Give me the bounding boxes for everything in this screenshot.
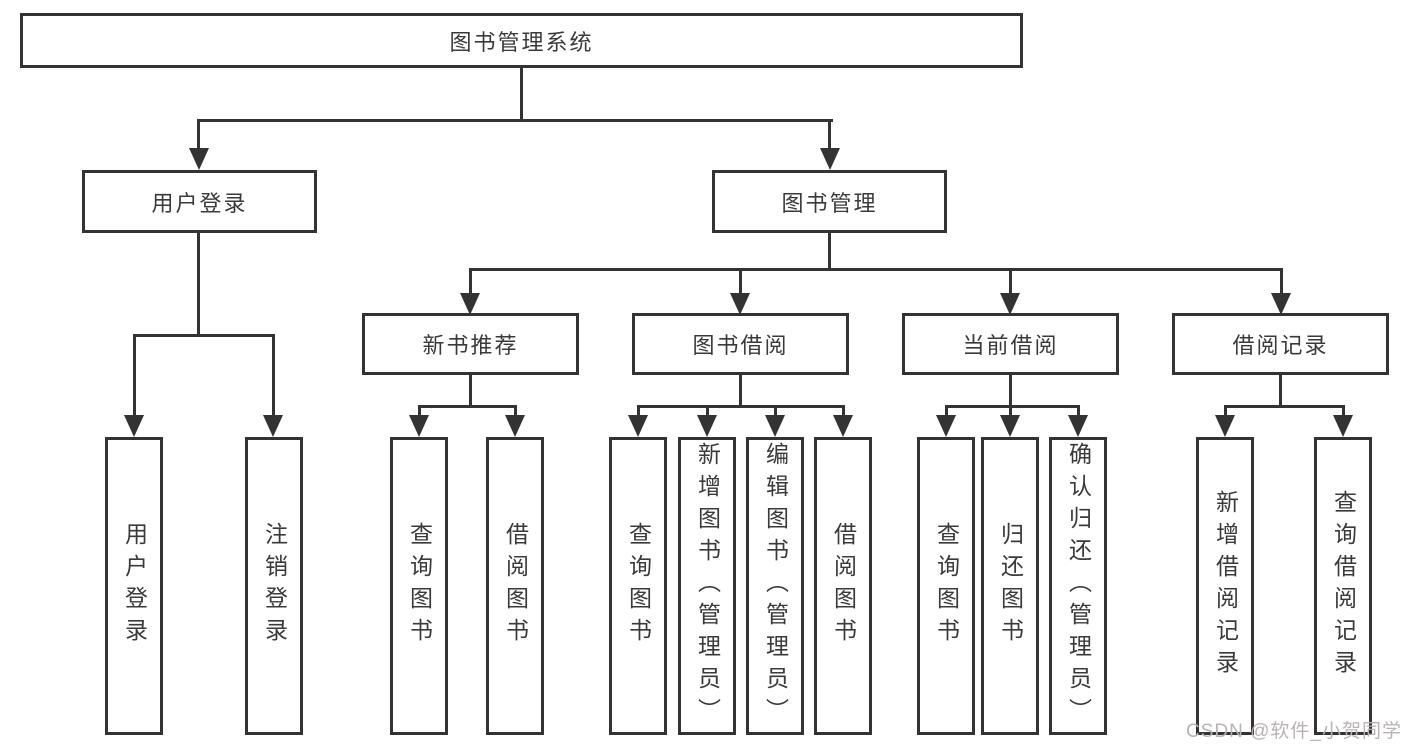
arrowhead-icon	[124, 415, 144, 437]
leaf-label: 归还图书	[997, 522, 1024, 650]
edge-leaf	[706, 405, 709, 418]
node-borrowing-records: 借阅记录	[1172, 313, 1389, 375]
leaf-label: 确认归还（管理员）	[1065, 442, 1092, 730]
node-library-management-system: 图书管理系统	[20, 13, 1023, 68]
leaf-borrow-books: 借阅图书	[814, 437, 872, 735]
edge-borrow-records-stem	[1279, 375, 1282, 407]
leaf-label: 新增借阅记录	[1212, 490, 1239, 682]
arrowhead-icon	[1000, 293, 1020, 315]
arrowhead-icon	[1271, 293, 1291, 315]
edge-new-book-stem	[469, 375, 472, 407]
leaf-add-books-admin: 新增图书（管理员）	[678, 437, 736, 735]
arrowhead-icon	[189, 148, 209, 170]
edge-user-login-stem	[197, 233, 200, 337]
leaf-query-borrow-record: 查询借阅记录	[1314, 437, 1372, 735]
leaf-query-books-borrow: 查询图书	[609, 437, 667, 735]
arrowhead-icon	[936, 415, 956, 437]
edge-to-current-borrow	[1009, 268, 1012, 297]
edge-book-management-split	[469, 268, 1283, 271]
arrowhead-icon	[820, 148, 840, 170]
leaf-label: 用户登录	[121, 522, 148, 650]
edge-user-login-split	[133, 334, 275, 337]
leaf-user-login: 用户登录	[105, 437, 163, 735]
arrowhead-icon	[628, 415, 648, 437]
arrowhead-icon	[833, 415, 853, 437]
edge-leaf	[418, 405, 421, 418]
node-book-management: 图书管理	[712, 170, 947, 233]
leaf-edit-books-admin: 编辑图书（管理员）	[746, 437, 804, 735]
edge-leaf	[514, 405, 517, 418]
edge-current-borrow-split	[945, 405, 1080, 408]
edge-leaf	[1224, 405, 1227, 418]
edge-root-split	[197, 119, 833, 122]
edge-to-leaf-logout	[272, 334, 275, 418]
node-book-borrowing: 图书借阅	[632, 313, 849, 375]
leaf-label: 新增图书（管理员）	[694, 442, 721, 730]
leaf-query-books-current: 查询图书	[917, 437, 975, 735]
edge-borrow-records-split	[1224, 405, 1345, 408]
edge-to-book-borrow	[739, 268, 742, 297]
arrowhead-icon	[1215, 415, 1235, 437]
arrowhead-icon	[1068, 415, 1088, 437]
csdn-watermark: CSDN @软件_小贺同学	[1186, 721, 1402, 742]
edge-book-borrow-stem	[739, 375, 742, 407]
node-user-login: 用户登录	[82, 170, 317, 233]
leaf-label: 查询图书	[406, 522, 433, 650]
arrowhead-icon	[1000, 415, 1020, 437]
edge-leaf	[1077, 405, 1080, 418]
edge-leaf	[1342, 405, 1345, 418]
edge-root-stem	[520, 68, 523, 120]
edge-leaf	[842, 405, 845, 418]
node-label: 用户登录	[151, 190, 248, 216]
edge-to-new-book	[469, 268, 472, 297]
edge-new-book-split	[418, 405, 517, 408]
node-label: 图书借阅	[692, 333, 789, 358]
leaf-label: 借阅图书	[502, 522, 529, 650]
node-label: 图书管理	[781, 190, 878, 216]
leaf-query-books-recommend: 查询图书	[390, 437, 448, 735]
leaf-label: 注销登录	[261, 522, 288, 650]
arrowhead-icon	[505, 415, 525, 437]
edge-leaf	[1009, 405, 1012, 418]
edge-leaf	[945, 405, 948, 418]
arrowhead-icon	[765, 415, 785, 437]
leaf-borrow-books-recommend: 借阅图书	[486, 437, 544, 735]
edge-to-user-login	[197, 119, 200, 152]
node-label: 图书管理系统	[449, 29, 594, 55]
leaf-label: 编辑图书（管理员）	[762, 442, 789, 730]
arrowhead-icon	[730, 293, 750, 315]
leaf-add-borrow-record: 新增借阅记录	[1196, 437, 1254, 735]
leaf-label: 查询图书	[933, 522, 960, 650]
edge-book-management-stem	[828, 233, 831, 270]
arrowhead-icon	[460, 293, 480, 315]
arrowhead-icon	[263, 415, 283, 437]
edge-current-borrow-stem	[1009, 375, 1012, 407]
node-current-borrowing: 当前借阅	[902, 313, 1119, 375]
edge-to-borrow-records	[1280, 268, 1283, 297]
node-label: 借阅记录	[1232, 333, 1329, 358]
leaf-label: 查询图书	[625, 522, 652, 650]
leaf-label: 借阅图书	[830, 522, 857, 650]
node-label: 新书推荐	[422, 333, 519, 358]
edge-to-leaf-user-login	[133, 334, 136, 418]
node-label: 当前借阅	[962, 333, 1059, 358]
leaf-logout: 注销登录	[245, 437, 303, 735]
arrowhead-icon	[697, 415, 717, 437]
leaf-confirm-return-admin: 确认归还（管理员）	[1049, 437, 1107, 735]
arrowhead-icon	[409, 415, 429, 437]
edge-leaf	[774, 405, 777, 418]
edge-to-book-management	[828, 119, 831, 152]
edge-book-borrow-split	[637, 405, 845, 408]
edge-leaf	[637, 405, 640, 418]
leaf-label: 查询借阅记录	[1330, 490, 1357, 682]
leaf-return-books: 归还图书	[981, 437, 1039, 735]
node-new-book-recommendation: 新书推荐	[362, 313, 579, 375]
arrowhead-icon	[1333, 415, 1353, 437]
